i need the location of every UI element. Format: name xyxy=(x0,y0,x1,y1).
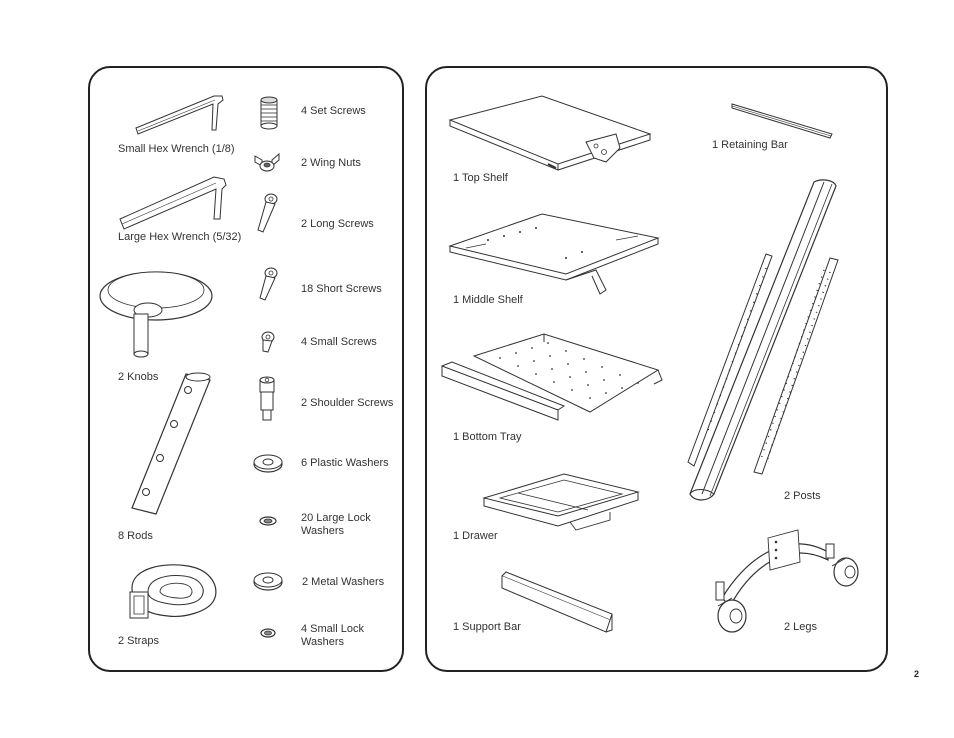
small-screw-illustration xyxy=(256,330,278,354)
metal-washers-label: 2 Metal Washers xyxy=(302,576,385,588)
rod-illustration xyxy=(126,370,216,520)
top-shelf-label: 1 Top Shelf xyxy=(453,172,508,184)
knob-illustration xyxy=(98,266,214,362)
middle-shelf-label: 1 Middle Shelf xyxy=(453,294,523,306)
page-number: 2 xyxy=(914,669,920,679)
large-lock-washers-label-line1: 20 Large Lock xyxy=(301,512,371,524)
bottom-tray-label: 1 Bottom Tray xyxy=(453,431,522,443)
legs-illustration xyxy=(708,526,864,638)
large-hex-wrench-illustration xyxy=(116,175,231,231)
large-parts-panel xyxy=(425,66,888,672)
rods-label: 8 Rods xyxy=(118,530,153,542)
top-shelf-illustration xyxy=(446,94,654,174)
small-lock-washers-label-line1: 4 Small Lock xyxy=(301,623,364,635)
short-screw-illustration xyxy=(255,266,279,302)
retaining-bar-label: 1 Retaining Bar xyxy=(712,139,788,151)
small-lock-washers-label-line2: Washers xyxy=(301,636,344,648)
set-screws-label: 4 Set Screws xyxy=(301,105,366,117)
large-hex-wrench-label: Large Hex Wrench (5/32) xyxy=(118,231,242,243)
metal-washer-illustration xyxy=(252,570,284,592)
small-parts-panel xyxy=(88,66,404,672)
plastic-washers-label: 6 Plastic Washers xyxy=(301,457,389,469)
straps-label: 2 Straps xyxy=(118,635,159,647)
legs-label: 2 Legs xyxy=(784,621,818,633)
long-screws-label: 2 Long Screws xyxy=(301,218,374,230)
wing-nuts-label: 2 Wing Nuts xyxy=(301,157,361,169)
large-lock-washer-illustration xyxy=(258,514,278,528)
knobs-label: 2 Knobs xyxy=(118,371,159,383)
small-lock-washer-illustration xyxy=(258,626,278,640)
drawer-illustration xyxy=(480,470,642,534)
drawer-label: 1 Drawer xyxy=(453,530,498,542)
plastic-washer-illustration xyxy=(252,452,284,474)
long-screw-illustration xyxy=(254,192,280,236)
posts-illustration xyxy=(686,176,846,504)
short-screws-label: 18 Short Screws xyxy=(301,283,382,295)
small-hex-wrench-illustration xyxy=(130,90,230,138)
shoulder-screw-illustration xyxy=(254,376,280,424)
strap-illustration xyxy=(124,558,224,624)
wing-nut-illustration xyxy=(252,150,282,174)
small-hex-wrench-label: Small Hex Wrench (1/8) xyxy=(118,143,235,155)
retaining-bar-illustration xyxy=(728,100,838,140)
bottom-tray-illustration xyxy=(440,332,664,424)
middle-shelf-illustration xyxy=(446,210,660,298)
support-bar-label: 1 Support Bar xyxy=(453,621,521,633)
set-screw-illustration xyxy=(258,96,280,130)
small-screws-label: 4 Small Screws xyxy=(301,336,377,348)
support-bar-illustration xyxy=(500,570,616,636)
posts-label: 2 Posts xyxy=(784,490,821,502)
large-lock-washers-label-line2: Washers xyxy=(301,525,344,537)
shoulder-screws-label: 2 Shoulder Screws xyxy=(301,397,394,409)
